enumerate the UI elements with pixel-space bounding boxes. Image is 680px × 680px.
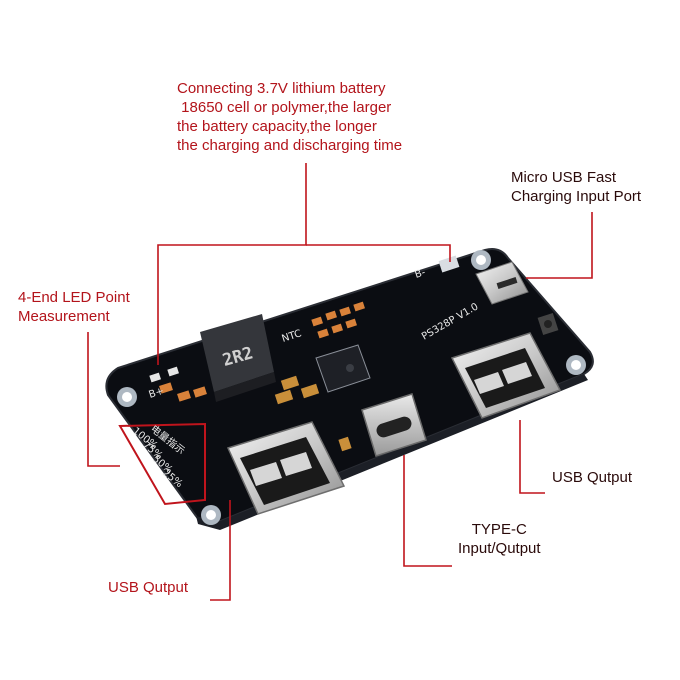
smd-capacitors [149, 301, 365, 452]
battery-pad [438, 255, 460, 273]
mounting-hole [471, 250, 491, 270]
annotation-type-c: TYPE-C Input/Qutput [458, 521, 541, 557]
mounting-hole [201, 505, 221, 525]
silk-battery-minus: B- [414, 267, 428, 281]
micro-usb-port [475, 261, 529, 305]
annotation-usb-left: USB Qutput [108, 579, 189, 596]
leader-line-usb-right [519, 420, 545, 494]
type-c-port [361, 393, 427, 457]
mounting-hole [117, 387, 137, 407]
usb-a-port-right [450, 332, 562, 419]
tactile-button [537, 312, 559, 336]
leader-line-led [87, 332, 120, 467]
leader-line-type-c [403, 455, 452, 567]
usb-a-port-left [226, 421, 346, 515]
ic-chip [315, 344, 371, 393]
annotation-led: 4-End LED Point Measurement [18, 289, 130, 325]
silk-battery-plus: B+ [148, 386, 166, 401]
leader-line-battery-minus [306, 244, 451, 262]
leader-line-battery [157, 163, 307, 365]
annotation-usb-right: USB Qutput [552, 469, 633, 486]
inductor: 2R2 [200, 314, 276, 402]
led-indicator-region [118, 422, 206, 506]
leader-line-usb-left [210, 500, 231, 601]
annotation-micro-usb: Micro USB Fast Charging Input Port [511, 169, 642, 205]
annotation-battery: Connecting 3.7V lithium battery 18650 ce… [177, 80, 403, 154]
mounting-hole [566, 355, 586, 375]
leader-line-micro-usb [526, 212, 593, 279]
